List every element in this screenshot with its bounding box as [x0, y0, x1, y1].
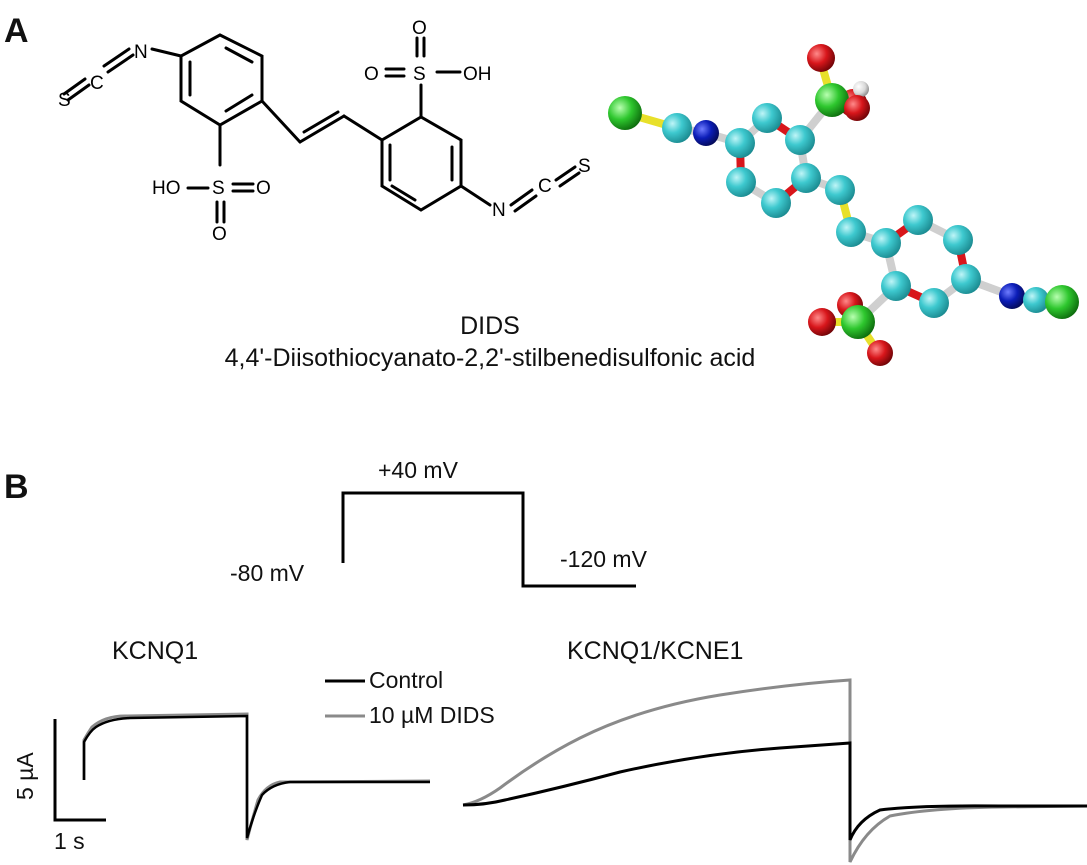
panel-b-letter: B — [4, 468, 29, 506]
scale-bar-current-label: 5 µA — [12, 752, 38, 800]
protocol-holding-label: -80 mV — [230, 560, 305, 586]
trace-title-kcnq1: KCNQ1 — [112, 637, 199, 665]
kcnq1-dids-trace — [82, 712, 431, 841]
scale-bar — [53, 719, 106, 822]
atom-o-bottom-right: O — [256, 178, 271, 199]
protocol-tail-label: -120 mV — [560, 546, 647, 572]
trace-title-kcnq1-kcne1: KCNQ1/KCNE1 — [567, 637, 744, 665]
atom-s-right: S — [578, 156, 591, 177]
atom-ho-bottom: HO — [152, 178, 181, 199]
kcnq1-kcne1-control-trace — [462, 741, 1087, 841]
atom-n-right: N — [492, 200, 506, 221]
atom-n-left: N — [134, 42, 148, 63]
atom-oh-top: OH — [463, 64, 492, 85]
atom-o-top: O — [412, 18, 427, 39]
atom-o-bottom: O — [212, 224, 227, 245]
legend-dids-label: 10 µM DIDS — [369, 702, 495, 728]
compound-name: DIDS — [460, 312, 520, 340]
atom-c-right: C — [538, 176, 552, 197]
legend-control-label: Control — [369, 667, 444, 693]
atom-s-left: S — [58, 90, 71, 111]
atom-s-top: S — [413, 64, 426, 85]
atom-o-top-left: O — [364, 64, 379, 85]
compound-full-name: 4,4'-Diisothiocyanato-2,2'-stilbenedisul… — [224, 344, 756, 372]
kcnq1-kcne1-dids-trace — [462, 678, 1087, 863]
panel-a-letter: A — [4, 12, 29, 50]
scale-bar-time-label: 1 s — [54, 828, 85, 854]
atom-s-bottom: S — [212, 178, 225, 199]
atom-c-left: C — [90, 73, 104, 94]
kcnq1-control-trace — [82, 714, 430, 839]
protocol-step-label: +40 mV — [378, 457, 458, 483]
